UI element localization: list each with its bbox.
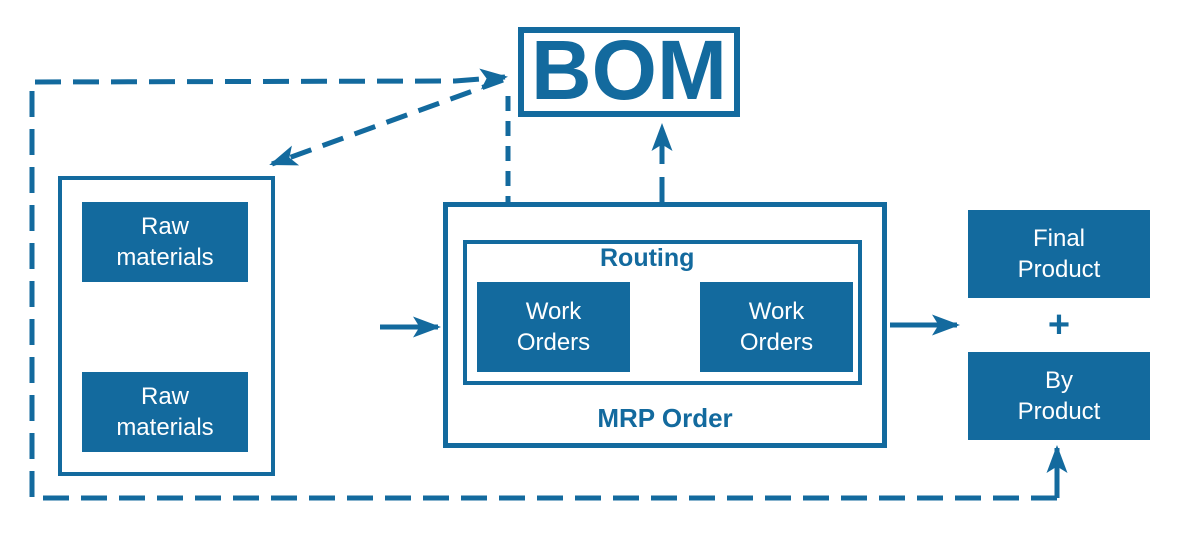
work-orders-label-2: Work Orders xyxy=(739,297,814,356)
work-orders-label-1: Work Orders xyxy=(516,297,591,356)
bom-label: BOM xyxy=(531,23,727,117)
final-product-label: Final Product xyxy=(1017,224,1101,283)
by-product-label: By Product xyxy=(1017,366,1101,425)
bom-box: BOM xyxy=(518,27,740,117)
raw-materials-label-1: Raw materials xyxy=(116,212,214,271)
raw-materials-box-2: Raw materials xyxy=(82,372,248,452)
work-orders-box-1: Work Orders xyxy=(477,282,630,372)
raw-materials-label-2: Raw materials xyxy=(116,382,214,441)
work-orders-box-2: Work Orders xyxy=(700,282,853,372)
bom-to-raw-materials-dashed-arrow xyxy=(269,77,504,167)
final-product-box: Final Product xyxy=(968,210,1150,298)
routing-label: Routing xyxy=(600,244,695,272)
plus-operator: + xyxy=(1047,303,1071,346)
raw-materials-box-1: Raw materials xyxy=(82,202,248,282)
mrp-order-label: MRP Order xyxy=(597,403,733,433)
by-product-box: By Product xyxy=(968,352,1150,440)
